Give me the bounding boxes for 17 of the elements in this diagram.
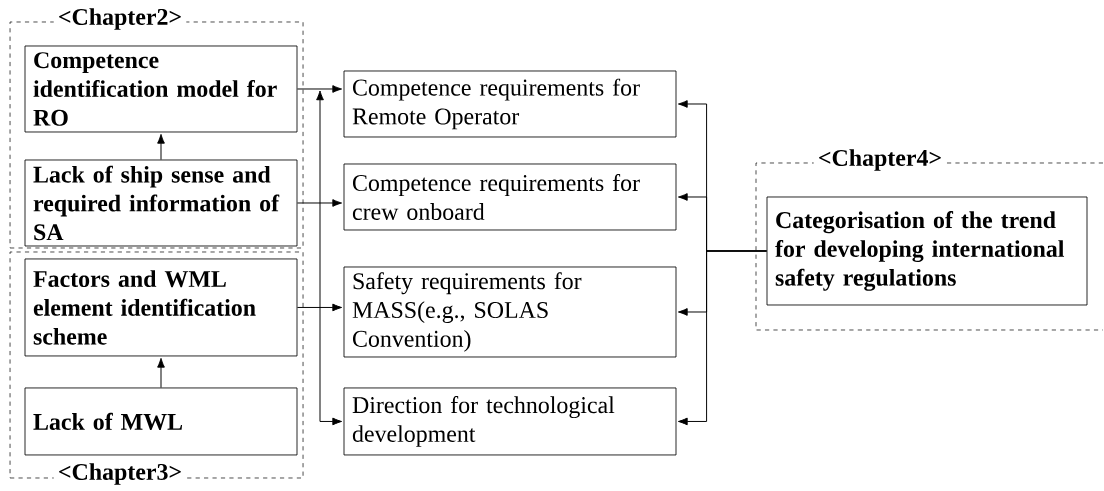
- arrow: [316, 90, 343, 426]
- arrow: [296, 199, 343, 207]
- requirement-box: Direction for technological development: [343, 387, 677, 456]
- requirement-box: Competence requirements for crew onboard: [343, 163, 677, 231]
- requirement-box: Competence requirements for Remote Operator: [343, 70, 677, 138]
- process-box: Lack of ship sense and required information of SA: [24, 159, 298, 247]
- process-box: Competence identification model for RO: [24, 45, 298, 133]
- arrow: [296, 85, 343, 93]
- arrow: [157, 357, 165, 389]
- arrow: [677, 250, 768, 426]
- arrow: [157, 133, 165, 161]
- process-box: Factors and WML element identification scheme: [24, 258, 298, 357]
- process-box: Categorisation of the trend for developing international safety regulations: [766, 196, 1088, 306]
- node-label: <Chapter4>: [819, 149, 941, 171]
- arrow: [296, 303, 343, 312]
- process-box: Lack of MWL: [24, 387, 298, 456]
- requirement-box: Safety requirements for MASS(e.g., SOLAS Convention): [343, 266, 677, 358]
